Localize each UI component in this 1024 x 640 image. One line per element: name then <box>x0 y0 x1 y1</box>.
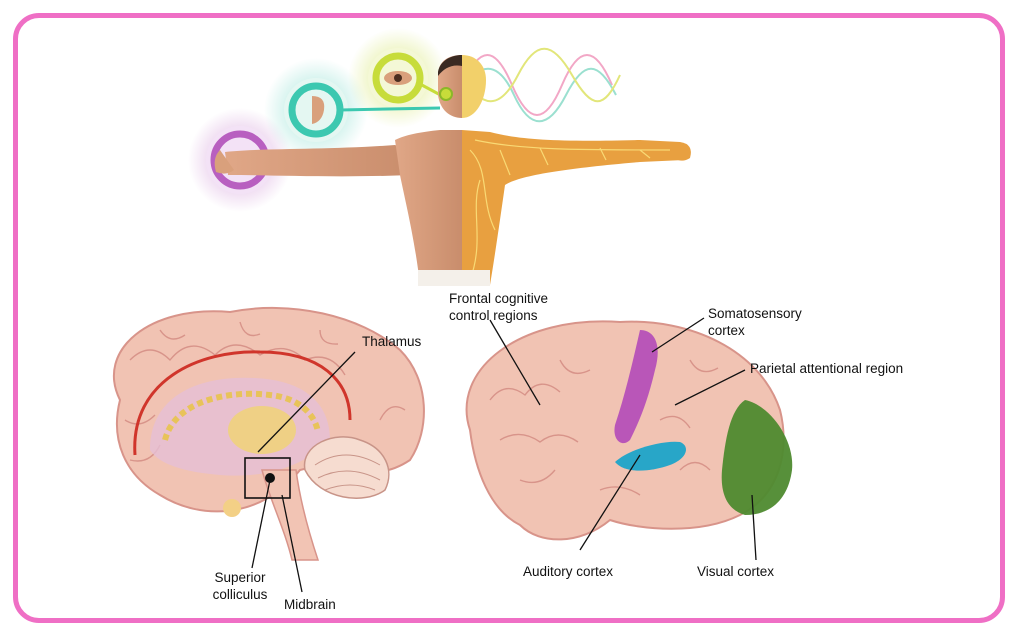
label-somatosensory-line1: Somatosensory <box>708 306 802 321</box>
label-superior-colliculus-line2: colliculus <box>212 587 268 602</box>
label-frontal-control: Frontal cognitive control regions <box>449 290 548 324</box>
hearing-sense-ring <box>264 58 368 162</box>
sound-wave-lines <box>461 47 621 123</box>
label-frontal-line2: control regions <box>449 308 538 323</box>
label-parietal-attentional: Parietal attentional region <box>750 361 904 376</box>
lateral-brain-view <box>465 317 793 561</box>
label-frontal-line1: Frontal cognitive <box>449 291 549 306</box>
label-visual-cortex: Visual cortex <box>697 564 775 579</box>
label-auditory-cortex: Auditory cortex <box>523 564 614 579</box>
label-superior-colliculus-line1: Superior <box>214 570 266 585</box>
sensory-body-figure <box>188 28 691 286</box>
label-superior-colliculus: Superior colliculus <box>202 569 278 603</box>
label-somatosensory-cortex: Somatosensory cortex <box>708 305 802 339</box>
label-somatosensory-line2: cortex <box>708 323 745 338</box>
medial-brain-view <box>113 306 425 593</box>
vision-sense-ring <box>348 28 448 128</box>
label-midbrain: Midbrain <box>284 597 336 612</box>
label-thalamus: Thalamus <box>362 334 422 349</box>
